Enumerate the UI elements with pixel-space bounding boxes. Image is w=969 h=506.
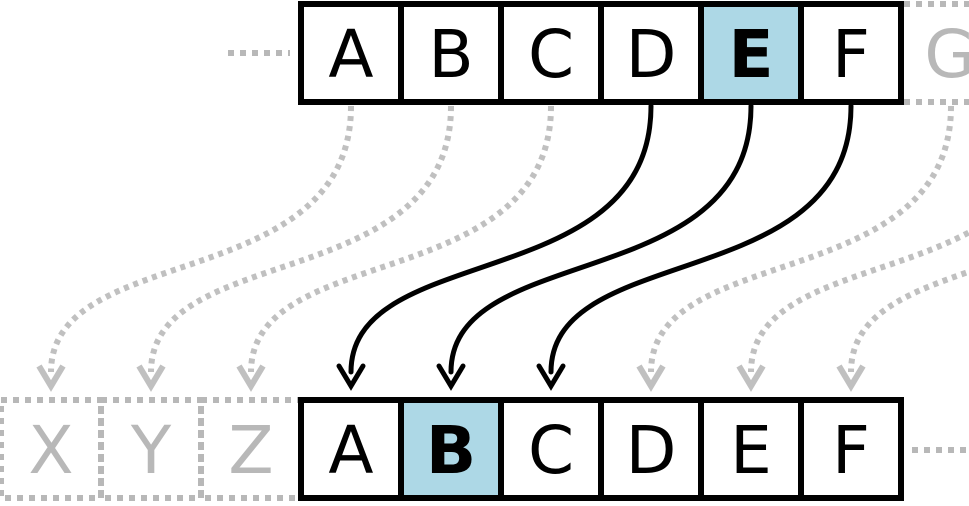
cell-box <box>798 1 904 105</box>
ghost-shift-arrow-0-head <box>36 364 66 392</box>
cell-letter: F <box>832 412 870 489</box>
top-cell-f: F <box>798 1 904 105</box>
ghost-cell-box <box>0 397 104 501</box>
cell-box <box>698 1 804 105</box>
top-cell-c: C <box>498 1 604 105</box>
shift-arrow-e-to-b-head <box>436 363 466 391</box>
cell-box <box>298 397 404 501</box>
ghost-shift-arrow-4 <box>748 228 969 373</box>
cell-letter: E <box>728 16 773 93</box>
cell-letter: C <box>528 412 574 489</box>
cell-box <box>798 397 904 501</box>
ghost-cell-letter: Z <box>228 412 273 489</box>
bottom-cell-e: E <box>698 397 804 501</box>
cell-letter: C <box>528 16 574 93</box>
cell-letter: B <box>428 16 473 93</box>
shift-arrow-d-to-a-head <box>336 363 366 391</box>
shift-arrow-f-to-c-head <box>536 363 566 391</box>
cell-letter: F <box>832 16 870 93</box>
shift-arrow-d-to-a <box>348 103 654 375</box>
ghost-shift-arrow-5 <box>848 268 969 373</box>
bottom-cell-f: F <box>798 397 904 501</box>
cell-letter: B <box>426 412 476 489</box>
ghost-cell-letter: G <box>924 16 969 93</box>
bottom-ghost-cell-z: Z <box>198 397 304 501</box>
bottom-ghost-cell-y: Y <box>98 397 204 501</box>
cell-letter: A <box>328 16 373 93</box>
ghost-shift-arrow-0 <box>48 105 354 373</box>
bottom-cell-d: D <box>598 397 704 501</box>
shift-arrow-e-to-b <box>448 103 754 375</box>
ghost-shift-arrow-3-head <box>636 364 666 392</box>
top-cell-e: E <box>698 1 804 105</box>
shift-arrow-f-to-c <box>548 103 854 375</box>
bottom-cell-b: B <box>398 397 504 501</box>
top-cell-b: B <box>398 1 504 105</box>
top-ghost-cell-g: G <box>904 1 969 105</box>
ghost-shift-arrow-2 <box>248 105 554 373</box>
cell-letter: D <box>626 16 677 93</box>
bottom-cell-a: A <box>298 397 404 501</box>
cell-letter: D <box>626 412 677 489</box>
cell-box <box>698 397 804 501</box>
cell-box <box>298 1 404 105</box>
ghost-shift-arrow-2-head <box>236 364 266 392</box>
cell-box <box>598 397 704 501</box>
top-cell-d: D <box>598 1 704 105</box>
cell-letter: E <box>730 412 772 489</box>
cell-box <box>398 397 504 501</box>
ghost-shift-arrow-1 <box>148 105 454 373</box>
ghost-cell-letter: X <box>28 412 73 489</box>
bottom-cell-c: C <box>498 397 604 501</box>
ghost-shift-arrow-5-head <box>836 364 866 392</box>
bottom-ghost-cell-x: X <box>0 397 104 501</box>
top-cell-a: A <box>298 1 404 105</box>
ghost-shift-arrow-3 <box>648 105 954 373</box>
ghost-shift-arrow-4-head <box>736 364 766 392</box>
ghost-shift-arrow-1-head <box>136 364 166 392</box>
ghost-cell-box <box>98 397 204 501</box>
ghost-cell-letter: Y <box>130 412 172 489</box>
cell-letter: A <box>328 412 373 489</box>
